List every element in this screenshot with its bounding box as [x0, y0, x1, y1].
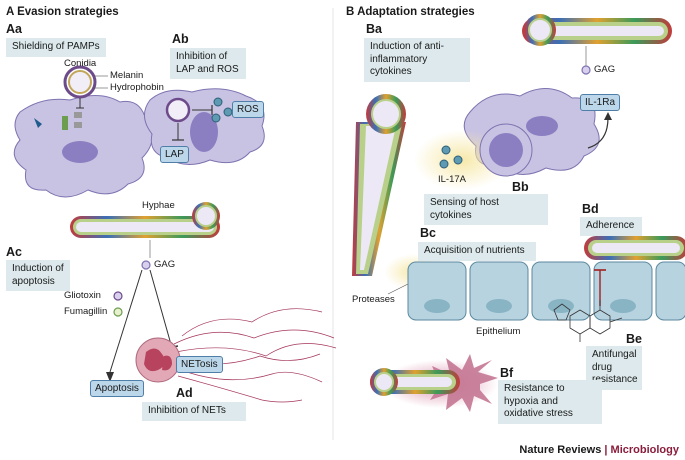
- panel-code-ad: Ad: [176, 386, 193, 400]
- label-gag-b: GAG: [594, 64, 616, 75]
- gag-dot-b: [581, 65, 591, 75]
- gag-dot-a: [141, 260, 151, 270]
- caption-bf: Resistance to hypoxia and oxidative stre…: [498, 380, 602, 424]
- panel-code-bb: Bb: [512, 180, 529, 194]
- callout-netosis: NETosis: [176, 356, 223, 373]
- journal-subject: Microbiology: [610, 444, 679, 456]
- journal-credit: Nature Reviews | Microbiology: [519, 444, 679, 456]
- hypha-bd: [584, 236, 685, 260]
- fumagillin-dot: [113, 307, 123, 317]
- label-il17a: IL-17A: [438, 174, 466, 185]
- label-hyphae: Hyphae: [142, 200, 175, 211]
- label-fumagillin: Fumagillin: [64, 306, 108, 317]
- callout-il1ra: IL-1Ra: [580, 94, 621, 111]
- caption-ad: Inhibition of NETs: [142, 402, 246, 421]
- label-gliotoxin: Gliotoxin: [64, 290, 101, 301]
- hypha-long-b: [352, 94, 406, 276]
- hypoxia-burst: [370, 354, 498, 412]
- caption-ac: Induction of apoptosis: [6, 260, 70, 291]
- label-proteases: Proteases: [352, 294, 395, 305]
- gliotoxin-dot: [113, 291, 123, 301]
- hypha-ac: [70, 202, 220, 238]
- panel-code-bd: Bd: [582, 202, 599, 216]
- credit-separator: |: [604, 444, 608, 456]
- caption-bb: Sensing of host cytokines: [424, 194, 548, 225]
- callout-lap: LAP: [160, 146, 189, 163]
- label-epithelium: Epithelium: [476, 326, 521, 337]
- conidium-aa: [63, 65, 108, 109]
- section-a-title: A Evasion strategies: [6, 6, 119, 18]
- panel-code-ab: Ab: [172, 32, 189, 46]
- il17a-dot: [441, 145, 451, 155]
- caption-bc: Acquisition of nutrients: [418, 242, 536, 261]
- label-melanin: Melanin: [110, 70, 144, 81]
- neutrophil-ad: [135, 308, 337, 403]
- antifungal-drug-molecule: [553, 269, 623, 342]
- caption-ba: Induction of anti-inflammatory cytokines: [364, 38, 470, 82]
- macrophage-aa: [13, 95, 153, 198]
- journal-name: Nature Reviews: [519, 444, 602, 456]
- callout-ros: ROS: [232, 101, 264, 118]
- caption-aa: Shielding of PAMPs: [6, 38, 106, 57]
- label-gag-a: GAG: [154, 259, 176, 270]
- caption-bd: Adherence: [580, 217, 642, 236]
- hypha-ba: [522, 14, 672, 46]
- panel-code-aa: Aa: [6, 22, 22, 36]
- epithelium-layer: [407, 261, 685, 321]
- label-hydrophobin: Hydrophobin: [110, 82, 164, 93]
- panel-code-be: Be: [626, 332, 642, 346]
- panel-code-bc: Bc: [420, 226, 436, 240]
- callout-apoptosis: Apoptosis: [90, 380, 144, 397]
- caption-ab: Inhibition of LAP and ROS: [170, 48, 246, 79]
- panel-code-ba: Ba: [366, 22, 382, 36]
- label-conidia: Conidia: [64, 58, 97, 69]
- section-b-title: B Adaptation strategies: [346, 6, 475, 18]
- panel-code-bf: Bf: [500, 366, 514, 380]
- panel-code-ac: Ac: [6, 245, 22, 259]
